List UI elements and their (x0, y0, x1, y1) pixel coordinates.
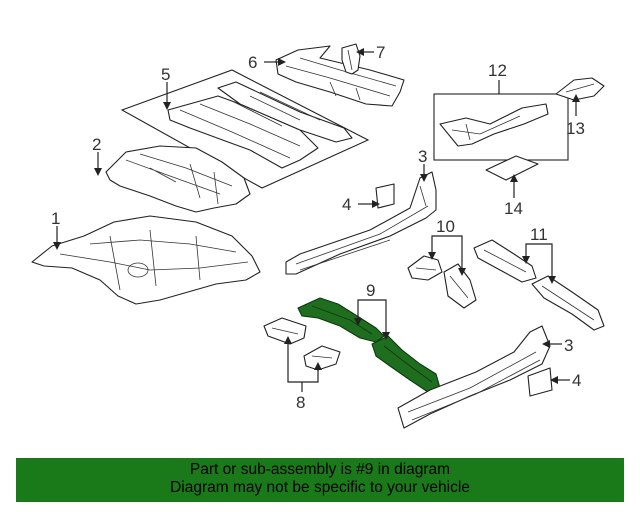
part-3-upper-rocker[interactable] (285, 171, 437, 275)
part-1-front-floor[interactable] (31, 215, 261, 305)
info-banner: Part or sub-assembly is #9 in diagram Di… (16, 458, 624, 502)
part-12-reinforcement[interactable] (433, 93, 569, 161)
part-12-box (433, 93, 569, 161)
callout-7: 7 (376, 43, 385, 62)
callout-13: 13 (566, 119, 585, 138)
callout-5: 5 (161, 65, 170, 84)
part-7-bracket[interactable] (341, 43, 361, 75)
part-9-highlighted-rails[interactable] (297, 297, 441, 393)
part-14-plate[interactable] (485, 155, 539, 181)
callout-labels: 1 2 3 3 4 4 5 6 7 8 9 10 11 12 13 14 (51, 43, 585, 412)
callout-4-lower: 4 (572, 371, 581, 390)
callout-2: 2 (92, 135, 101, 154)
leader-lines (53, 48, 580, 392)
banner-line-1: Part or sub-assembly is #9 in diagram (189, 461, 451, 478)
callout-9: 9 (366, 281, 375, 300)
part-4-upper-plate[interactable] (375, 183, 395, 209)
part-10-brackets[interactable] (407, 255, 477, 309)
part-8-brackets[interactable] (263, 317, 341, 371)
callout-6: 6 (248, 53, 257, 72)
part-13-bracket[interactable] (555, 77, 605, 101)
callout-10: 10 (436, 217, 455, 236)
part-6-crossmember[interactable] (275, 45, 405, 107)
part-2-center-floor[interactable] (105, 145, 251, 213)
callout-11: 11 (530, 225, 548, 244)
callout-3-upper: 3 (418, 147, 427, 166)
callout-14: 14 (504, 199, 523, 218)
banner-line-2: Diagram may not be specific to your vehi… (170, 479, 470, 496)
callout-8: 8 (296, 393, 305, 412)
callout-3-lower: 3 (564, 336, 573, 355)
part-11-rails[interactable] (473, 239, 605, 331)
parts-diagram: 1 2 3 3 4 4 5 6 7 8 9 10 11 12 13 14 (31, 43, 605, 429)
callout-4-upper: 4 (342, 195, 351, 214)
part-4-lower-plate[interactable] (527, 367, 553, 397)
callout-12: 12 (488, 61, 507, 80)
callout-1: 1 (51, 209, 60, 228)
